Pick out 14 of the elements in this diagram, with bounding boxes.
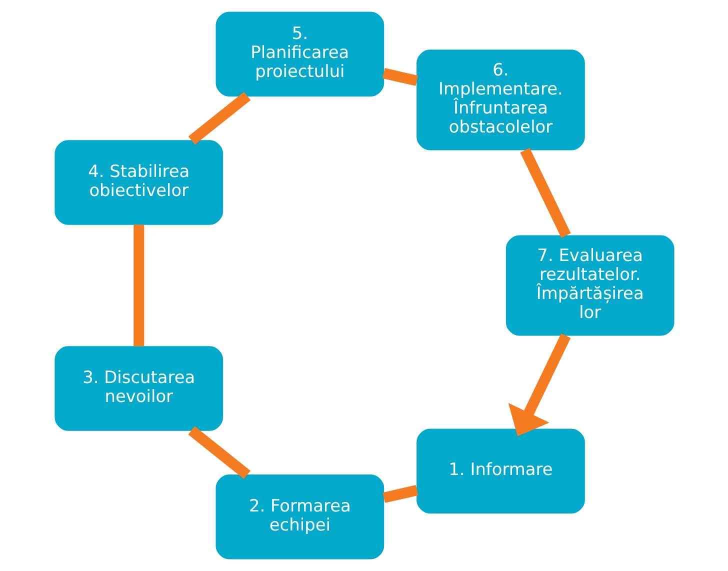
node-box: 1. Informare [416, 428, 584, 514]
node-box: 3. Discutarea nevoilor [54, 346, 223, 431]
node-box: 6. Implementare. Înfruntarea obstacolelor [416, 50, 584, 150]
connector [382, 68, 418, 86]
connector [520, 148, 570, 238]
connector [133, 224, 144, 346]
node-box: 5. Planificarea proiectului [215, 12, 384, 96]
arrow [508, 333, 570, 436]
node-box: 4. Stabilirea obiectivelor [54, 140, 223, 225]
connector [188, 92, 250, 145]
node-box: 2. Formarea echipei [215, 474, 384, 560]
connector [382, 485, 418, 503]
node-box: 7. Evaluarea rezultatelor. Împărtășirea lor [505, 235, 674, 336]
connector [188, 426, 250, 479]
